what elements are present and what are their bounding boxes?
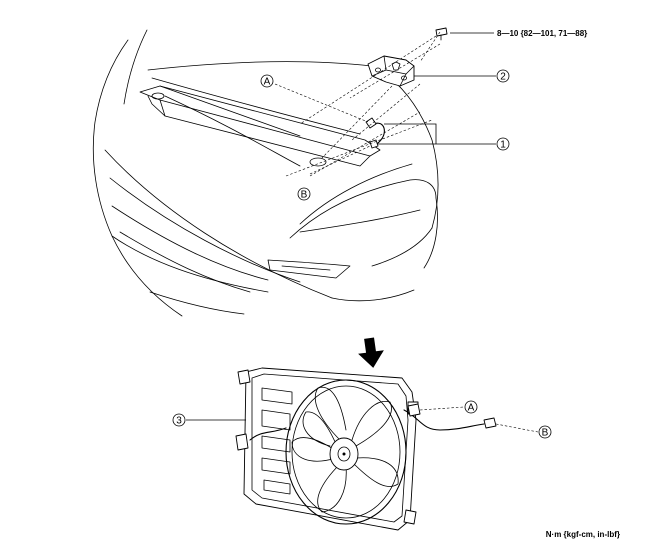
torque-spec: 8—10 {82—101, 71—88}	[497, 29, 587, 38]
connector-label-a-lower: A	[464, 400, 478, 414]
leader-a-lower	[419, 406, 465, 411]
callout-2: 2	[496, 69, 510, 83]
leader-b-lower	[495, 423, 539, 433]
svg-text:2: 2	[500, 72, 506, 83]
alignment-lines-upper	[274, 31, 441, 177]
bolt-icon	[435, 27, 448, 41]
leader-1	[378, 123, 496, 145]
callout-1: 1	[496, 137, 510, 151]
cooling-fan-assembly	[235, 367, 497, 531]
svg-text:B: B	[301, 190, 308, 201]
svg-text:A: A	[468, 403, 475, 414]
shroud-vents	[261, 387, 293, 495]
connector-label-b-upper: B	[297, 187, 311, 201]
connector-label-a-upper: A	[260, 74, 274, 88]
svg-text:3: 3	[176, 416, 182, 427]
down-arrow-icon	[358, 337, 384, 368]
fan-blades	[291, 386, 399, 513]
svg-text:B: B	[542, 428, 549, 439]
svg-text:A: A	[264, 77, 271, 88]
mounting-bracket-part	[367, 55, 415, 87]
vehicle-front-end	[92, 29, 439, 317]
connector-harness-part	[365, 117, 385, 149]
callout-3: 3	[172, 413, 186, 427]
units-note: N·m {kgf-cm, in-lbf}	[546, 530, 620, 539]
svg-text:1: 1	[500, 140, 506, 151]
connector-label-b-lower: B	[538, 425, 552, 439]
